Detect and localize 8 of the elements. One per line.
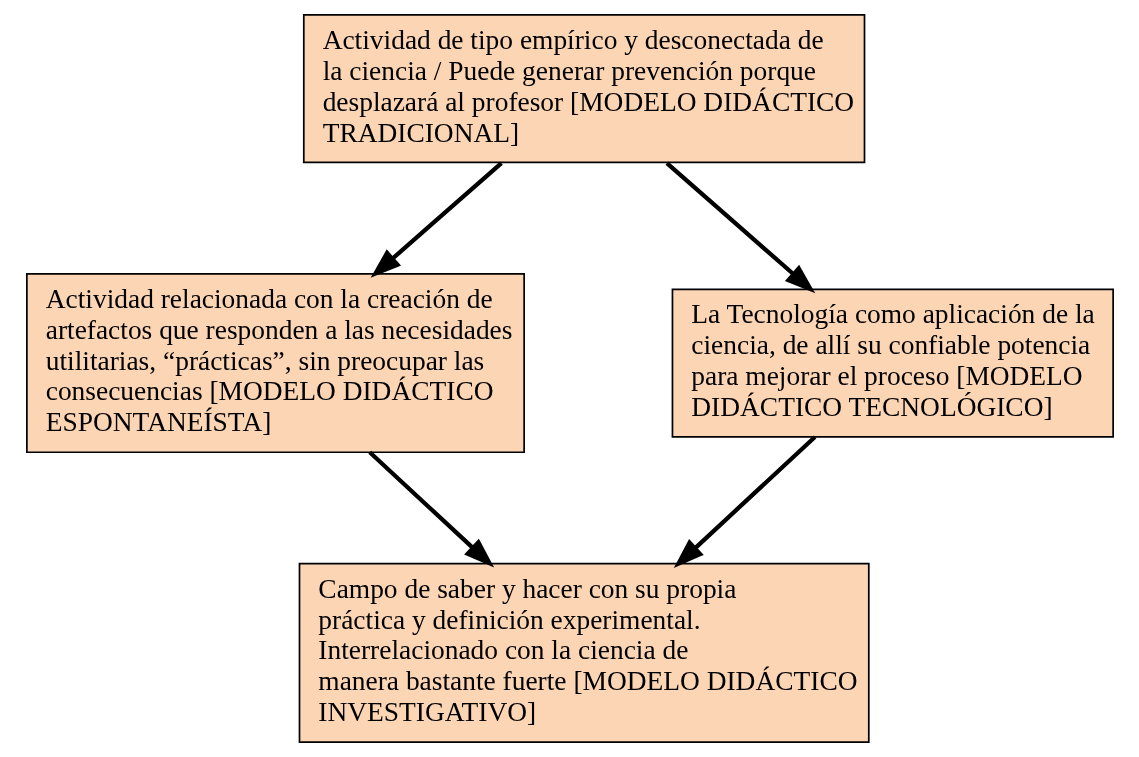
arrow [367, 450, 494, 568]
arrow [673, 435, 816, 568]
arrow [370, 161, 503, 278]
node-box: Campo de saber y hacer con su propia práctica y definición experimental. Interrelacionado con la ciencia de manera bastante fuerte [MODELO DIDÁCTICO INVESTIGATIVO] [298, 562, 870, 743]
node-box: La Tecnología como aplicación de la ciencia, de allí su confiable potencia para mejorar el proceso [MODELO DIDÁCTICO TECNOLÓGICO] [671, 288, 1114, 438]
node-box: Actividad de tipo empírico y desconectada de la ciencia / Puede generar prevención porque desplazará al profesor [MODELO DIDÁCTICO TRADICIONAL] [302, 14, 865, 164]
node-box: Actividad relacionada con la creación de artefactos que responden a las necesidades utilitarias, “prácticas”, sin preocupar las consecuencias [MODELO DIDÁCTICO ESPONTANEÍSTA] [25, 273, 525, 454]
arrow [664, 161, 815, 294]
